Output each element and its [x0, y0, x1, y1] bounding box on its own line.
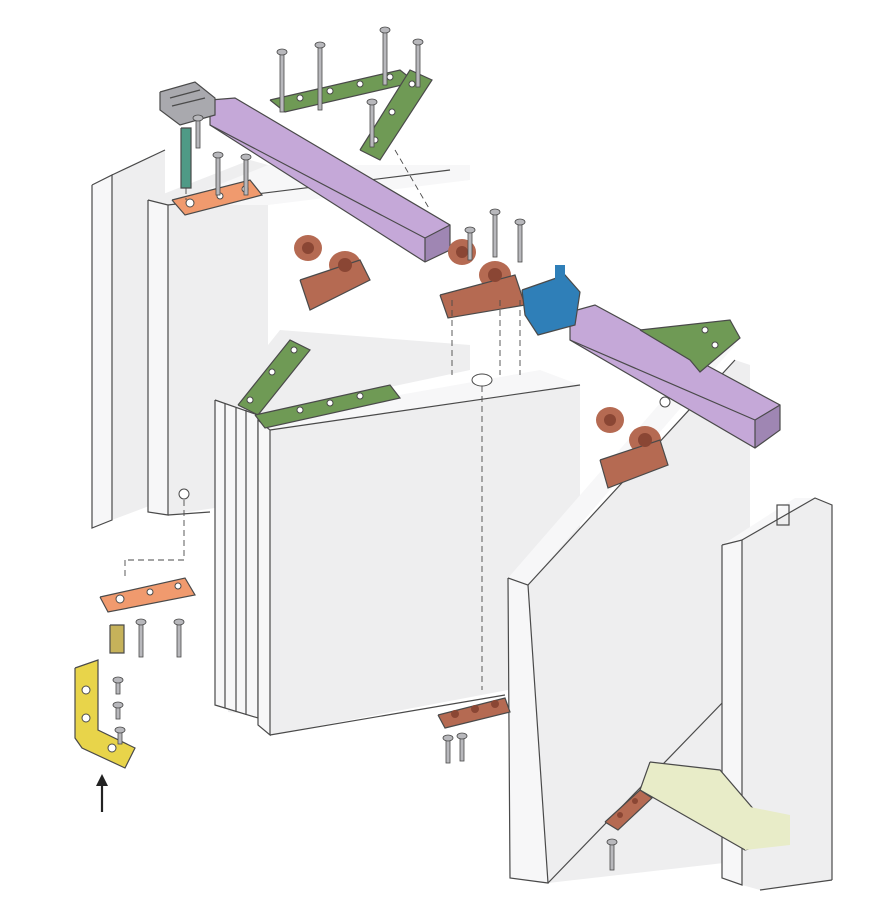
- screw-icon: [112, 701, 124, 720]
- screw-icon: [276, 48, 288, 113]
- screw-icon: [442, 734, 454, 764]
- door-panel-3: [257, 370, 581, 737]
- screw-icon: [240, 153, 252, 196]
- roller-carrier-3: [596, 407, 669, 489]
- screw-icon: [135, 618, 147, 658]
- screw-icon: [489, 208, 501, 258]
- top-hinge-plate-angled: [359, 69, 433, 161]
- screw-icon: [606, 838, 618, 871]
- assembly-lines: [124, 149, 521, 578]
- screw-icon: [114, 726, 126, 745]
- roller-carrier-1: [294, 235, 371, 311]
- mid-hinge-plate-angled: [237, 339, 311, 416]
- floor-guide-rail: [639, 761, 790, 851]
- screw-icon: [212, 151, 224, 196]
- screw-icon: [456, 732, 468, 762]
- screw-icon: [314, 41, 326, 111]
- screw-icon: [173, 618, 185, 658]
- roller-carrier-2: [439, 239, 526, 319]
- screws: [112, 26, 618, 871]
- top-track-right: [569, 304, 781, 449]
- top-pivot-block: [159, 81, 216, 126]
- screw-icon: [112, 676, 124, 695]
- bottom-pivot-plate: [99, 577, 196, 613]
- bottom-guide-carrier-2: [604, 789, 653, 831]
- right-hinge-plate: [639, 319, 741, 408]
- mid-hinge-plate-straight: [254, 384, 402, 429]
- corner-bracket: [74, 659, 136, 769]
- bottom-guide-carrier-1: [437, 697, 511, 729]
- up-arrow-icon: [96, 774, 108, 812]
- screw-icon: [366, 98, 378, 148]
- top-track-left: [209, 97, 451, 263]
- screw-icon: [379, 26, 391, 86]
- guide-block: [521, 265, 581, 336]
- bottom-pivot-pin: [109, 624, 125, 654]
- screw-icon: [514, 218, 526, 263]
- screw-icon: [192, 114, 204, 149]
- screw-icon: [412, 38, 424, 88]
- door-panel-2: [214, 330, 470, 719]
- top-pivot-pin: [180, 127, 192, 189]
- screw-icon: [464, 226, 476, 261]
